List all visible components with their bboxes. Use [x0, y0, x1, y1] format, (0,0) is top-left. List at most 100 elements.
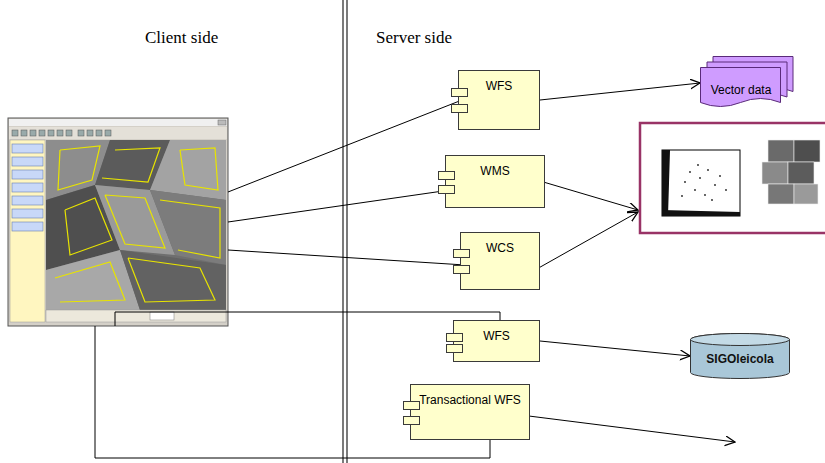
panel-button [12, 222, 43, 231]
aerial-tile [794, 184, 818, 204]
raster-border [662, 210, 740, 216]
panel-button [12, 209, 43, 218]
raster-dots [681, 164, 727, 201]
service-component: WFS [458, 70, 540, 130]
edge-layer [540, 83, 700, 356]
parcel-line [55, 262, 125, 302]
component-port [451, 88, 469, 98]
tool-icon [30, 130, 36, 136]
component-port [446, 344, 464, 354]
component-port-rect [452, 105, 468, 113]
service-component: WMS [445, 155, 545, 208]
component-port-rect [447, 345, 463, 353]
database-cylinder: SIGOleicola [690, 333, 790, 379]
field [150, 140, 226, 200]
tool-icon [78, 130, 84, 136]
client-link [228, 250, 465, 265]
map-area [46, 140, 226, 310]
node-text: WFS [486, 79, 513, 93]
tool-icon [57, 130, 63, 136]
side-divider [343, 0, 347, 463]
service-component: Transactional WFS [410, 384, 530, 440]
status-field [150, 312, 174, 320]
raster-frame [640, 123, 825, 233]
tool-icon [66, 130, 72, 136]
tool-icon [21, 130, 27, 136]
component-port [403, 416, 421, 426]
parcel-line [58, 146, 100, 190]
node-text: WCS [486, 241, 514, 255]
tool-icon [39, 130, 45, 136]
service-arrows [505, 181, 735, 442]
tool-icon [48, 130, 54, 136]
raster-panel [640, 123, 825, 233]
tool-icon [96, 130, 102, 136]
side-label: Client side [145, 28, 218, 48]
panel-button [12, 170, 43, 179]
parcel-line [160, 200, 220, 258]
toolbar [9, 127, 227, 139]
client-link [228, 100, 462, 192]
field [150, 190, 226, 265]
arrow-line [505, 413, 735, 442]
component-port [438, 185, 456, 195]
component-port [453, 265, 471, 275]
aerial-tiles [762, 140, 820, 204]
data-documents: Vector data [700, 56, 794, 110]
arrow-connector [540, 83, 700, 100]
client-screenshot [8, 118, 228, 326]
arrow-line [540, 181, 638, 210]
node-text: Vector data [711, 83, 772, 97]
cylinder-body [691, 334, 790, 379]
node-text: Transactional WFS [419, 393, 521, 407]
parcel-line [65, 198, 112, 255]
tool-icon [105, 130, 111, 136]
divider-line [346, 0, 347, 463]
panel-buttons [12, 144, 43, 231]
side-panel [10, 140, 45, 322]
component-port-rect [404, 402, 420, 410]
node-text: SIGOleicola [706, 352, 773, 366]
side-label: Server side [376, 28, 452, 48]
window-button [218, 120, 226, 125]
tool-icon [12, 130, 18, 136]
node-text: WFS [483, 329, 510, 343]
parcel-line [102, 148, 160, 182]
toolbar-icons [12, 130, 111, 136]
parcel-outlines [55, 146, 220, 302]
title-bar [9, 119, 227, 126]
component-port [438, 171, 456, 181]
aerial-tile [768, 140, 794, 162]
component-port-rect [454, 266, 470, 274]
parcel-line [128, 258, 215, 302]
panel-button [12, 183, 43, 192]
aerial-tile [788, 162, 814, 184]
aerial-tile [762, 162, 788, 184]
component-port-rect [439, 186, 455, 194]
component-port [403, 401, 421, 411]
component-port [451, 104, 469, 114]
panel-button [12, 157, 43, 166]
component-port-rect [454, 250, 470, 258]
component-port-rect [452, 89, 468, 97]
component-port-rect [404, 417, 420, 425]
client-link [115, 312, 500, 326]
client-link [228, 190, 450, 222]
raster-image [662, 150, 740, 216]
aerial-tile [768, 184, 794, 204]
panel-button [12, 196, 43, 205]
component-port [453, 249, 471, 259]
component-port-rect [439, 172, 455, 180]
arrow-line [535, 212, 638, 270]
parcel-line [180, 148, 218, 190]
component-port-rect [447, 334, 463, 342]
raster-border [662, 150, 670, 216]
window-frame [8, 118, 228, 326]
node-text: WMS [480, 164, 509, 178]
service-component: WFS [453, 320, 540, 362]
document-sheet [701, 68, 781, 107]
service-component: WCS [460, 232, 540, 290]
component-port [446, 333, 464, 343]
field [120, 250, 226, 310]
